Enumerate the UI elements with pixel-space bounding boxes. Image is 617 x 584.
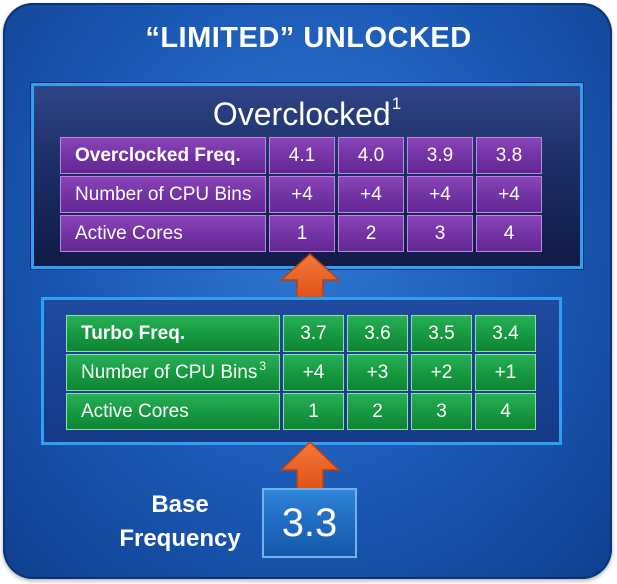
turbo-value-cell: 4 <box>475 393 536 430</box>
overclocked-value-cell: 4 <box>476 215 542 252</box>
base-label-line1: Base <box>151 491 209 518</box>
overclocked-row-label: Number of CPU Bins <box>60 176 266 213</box>
turbo-value-cell: +4 <box>283 354 344 391</box>
base-label-line2: Frequency <box>119 525 241 552</box>
overclocked-value-cell: 3.8 <box>476 137 542 174</box>
turbo-value-cell: 3 <box>411 393 472 430</box>
overclocked-value-cell: +4 <box>407 176 473 213</box>
overclocked-value-cell: +4 <box>338 176 404 213</box>
turbo-value-cell: 3.7 <box>283 315 344 352</box>
turbo-value-cell: +3 <box>347 354 408 391</box>
turbo-value-cell: 2 <box>347 393 408 430</box>
overclocked-value-cell: 2 <box>338 215 404 252</box>
turbo-value-cell: +2 <box>411 354 472 391</box>
turbo-row-label-text: Turbo Freq. <box>81 322 186 344</box>
overclocked-value-cell: 3.9 <box>407 137 473 174</box>
overclocked-value-cell: +4 <box>269 176 335 213</box>
turbo-row-label: Turbo Freq. <box>66 315 280 352</box>
turbo-row-label-text: Number of CPU Bins <box>81 361 258 383</box>
main-title: “LIMITED” UNLOCKED <box>145 22 472 54</box>
turbo-row-label: Active Cores <box>66 393 280 430</box>
overclocked-value-cell: 3 <box>407 215 473 252</box>
overclocked-value-cell: +4 <box>476 176 542 213</box>
overclocked-row-label: Active Cores <box>60 215 266 252</box>
turbo-value-cell: 3.4 <box>475 315 536 352</box>
turbo-row-label-footnote: 3 <box>259 359 267 373</box>
overclocked-row-label: Overclocked Freq. <box>60 137 266 174</box>
overclocked-title-footnote: 1 <box>391 94 402 113</box>
overclocked-row-label-text: Number of CPU Bins <box>75 183 252 205</box>
overclocked-value-cell: 1 <box>269 215 335 252</box>
turbo-value-cell: 1 <box>283 393 344 430</box>
overclocked-value-cell: 4.0 <box>338 137 404 174</box>
base-frequency-label: Base Frequency <box>110 488 250 556</box>
overclocked-row-label-text: Active Cores <box>75 222 183 244</box>
overclocked-title-text: Overclocked <box>212 96 391 132</box>
turbo-value-cell: +1 <box>475 354 536 391</box>
overclocked-title: Overclocked1 <box>34 94 580 133</box>
overclocked-value-cell: 4.1 <box>269 137 335 174</box>
turbo-value-cell: 3.6 <box>347 315 408 352</box>
base-frequency-value: 3.3 <box>262 488 357 558</box>
turbo-row-label-text: Active Cores <box>81 400 189 422</box>
turbo-value-cell: 3.5 <box>411 315 472 352</box>
overclocked-row-label-text: Overclocked Freq. <box>75 144 241 166</box>
